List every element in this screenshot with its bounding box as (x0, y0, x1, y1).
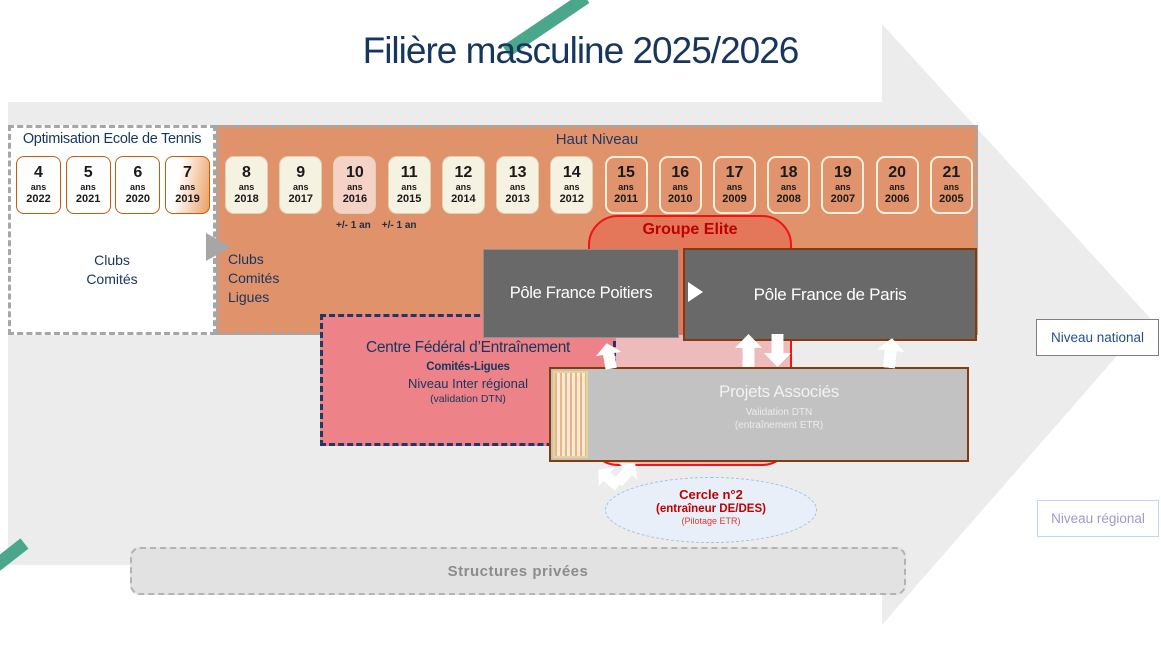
projets-validation: Validation DTN (745, 407, 813, 418)
haut-niveau-title: Haut Niveau (555, 131, 639, 148)
groupe-elite-title: Groupe Elite (642, 221, 738, 238)
left-age-cards: 4 ans 2022 5 ans 2021 6 ans 2020 7 ans 2… (16, 156, 210, 214)
structures-privees-box: Structures privées (130, 547, 906, 595)
centre-federal-comites-ligues: Comités-Ligues (426, 361, 510, 373)
cercle-n2-entraineur: (entraîneur DE/DES) (656, 503, 766, 515)
clubs-comites-label: Clubs Comités (86, 252, 138, 287)
age-card: 11 ans 2015 (387, 156, 431, 214)
projets-associes-box (549, 367, 969, 462)
age-card: 18 ans 2008 (767, 156, 811, 214)
haut-age-cards: 8 ans 2018 9 ans 2017 10 ans 2016 11 ans… (225, 156, 973, 214)
clubs-comites-ligues-label: Clubs Comités Ligues (228, 251, 280, 305)
plus-minus-labels: +/- 1 an +/- 1 an (336, 220, 417, 231)
projets-associes-text: Projets Associés Validation DTN (entraîn… (590, 382, 968, 431)
pole-france-paris-box: Pôle France de Paris (683, 248, 977, 341)
pole-france-poitiers-box: Pôle France Poitiers (483, 249, 679, 338)
optimisation-ecole-title: Optimisation Ecole de Tennis (22, 131, 202, 147)
cercle-n2-title: Cercle n°2 (679, 487, 743, 502)
age-card: 17 ans 2009 (712, 156, 756, 214)
centre-federal-niveau: Niveau Inter régional (408, 376, 528, 391)
page-title: Filière masculine 2025/2026 (362, 30, 800, 71)
projets-associes-title: Projets Associés (719, 382, 839, 401)
cercle-n2-ellipse: Cercle n°2 (entraîneur DE/DES) (Pilotage… (605, 477, 817, 543)
age-card: 5 ans 2021 (65, 156, 111, 214)
age-card: 4 ans 2022 (16, 156, 61, 214)
age-card: 21 ans 2005 (929, 156, 973, 214)
age-card: 6 ans 2020 (115, 156, 161, 214)
age-card: 8 ans 2018 (225, 156, 268, 214)
age-card: 20 ans 2006 (875, 156, 919, 214)
hatched-strip (553, 371, 588, 458)
centre-federal-title: Centre Fédéral d’Entraînement (365, 339, 571, 356)
transfer-triangle-icon (688, 282, 703, 302)
niveau-national-tag: Niveau national (1036, 319, 1159, 356)
cercle-n2-pilotage: (Pilotage ETR) (681, 516, 741, 526)
age-card: 14 ans 2012 (550, 156, 594, 214)
pole-france-poitiers-label: Pôle France Poitiers (509, 284, 653, 302)
structures-privees-label: Structures privées (447, 562, 589, 580)
right-triangle-icon (206, 233, 231, 261)
age-card: 13 ans 2013 (496, 156, 540, 214)
pole-france-paris-label: Pôle France de Paris (753, 284, 907, 304)
age-card: 9 ans 2017 (279, 156, 323, 214)
age-card: 16 ans 2010 (658, 156, 702, 214)
age-card: 12 ans 2014 (441, 156, 485, 214)
centre-federal-validation: (validation DTN) (430, 393, 506, 405)
age-card: 19 ans 2007 (821, 156, 865, 214)
niveau-regional-tag: Niveau régional (1037, 500, 1159, 537)
age-card: 15 ans 2011 (604, 156, 648, 214)
projets-entrainement: (entraînement ETR) (734, 420, 824, 431)
age-card: 7 ans 2019 (164, 156, 210, 214)
age-card: 10 ans 2016 (333, 156, 377, 214)
